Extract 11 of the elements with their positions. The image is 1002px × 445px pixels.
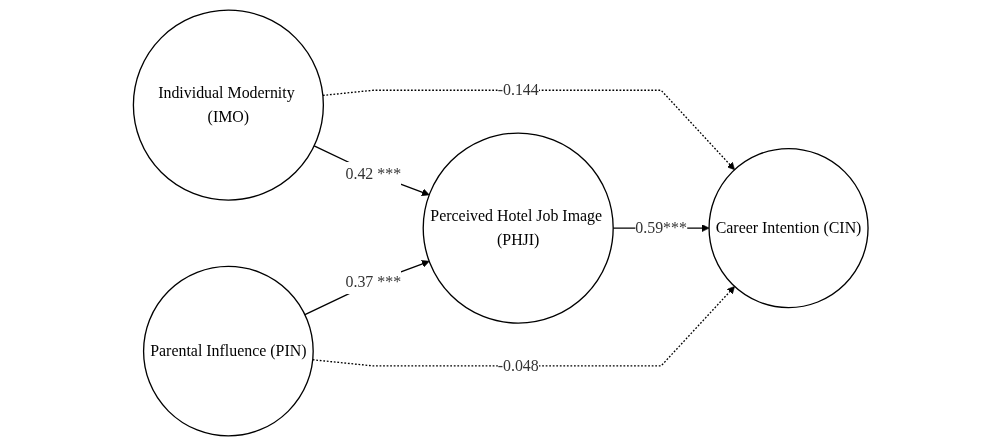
node-circle: Individual Modernity (IMO) bbox=[133, 8, 325, 201]
edge-label: -0.048 bbox=[497, 356, 540, 374]
arrow bbox=[304, 259, 430, 315]
edge-label: 0.59*** bbox=[635, 218, 688, 236]
arrow bbox=[313, 144, 430, 196]
edge-label: 0.37 *** bbox=[345, 272, 402, 291]
edge-label: -0.144 bbox=[497, 80, 540, 99]
node-circle: Parental Influence (PIN) bbox=[143, 265, 315, 437]
node-circle: Career Intention (CIN) bbox=[708, 147, 869, 308]
node-circle: Perceived Hotel Job Image (PHJI) bbox=[422, 131, 615, 324]
edge-label: 0.42 *** bbox=[345, 164, 402, 182]
